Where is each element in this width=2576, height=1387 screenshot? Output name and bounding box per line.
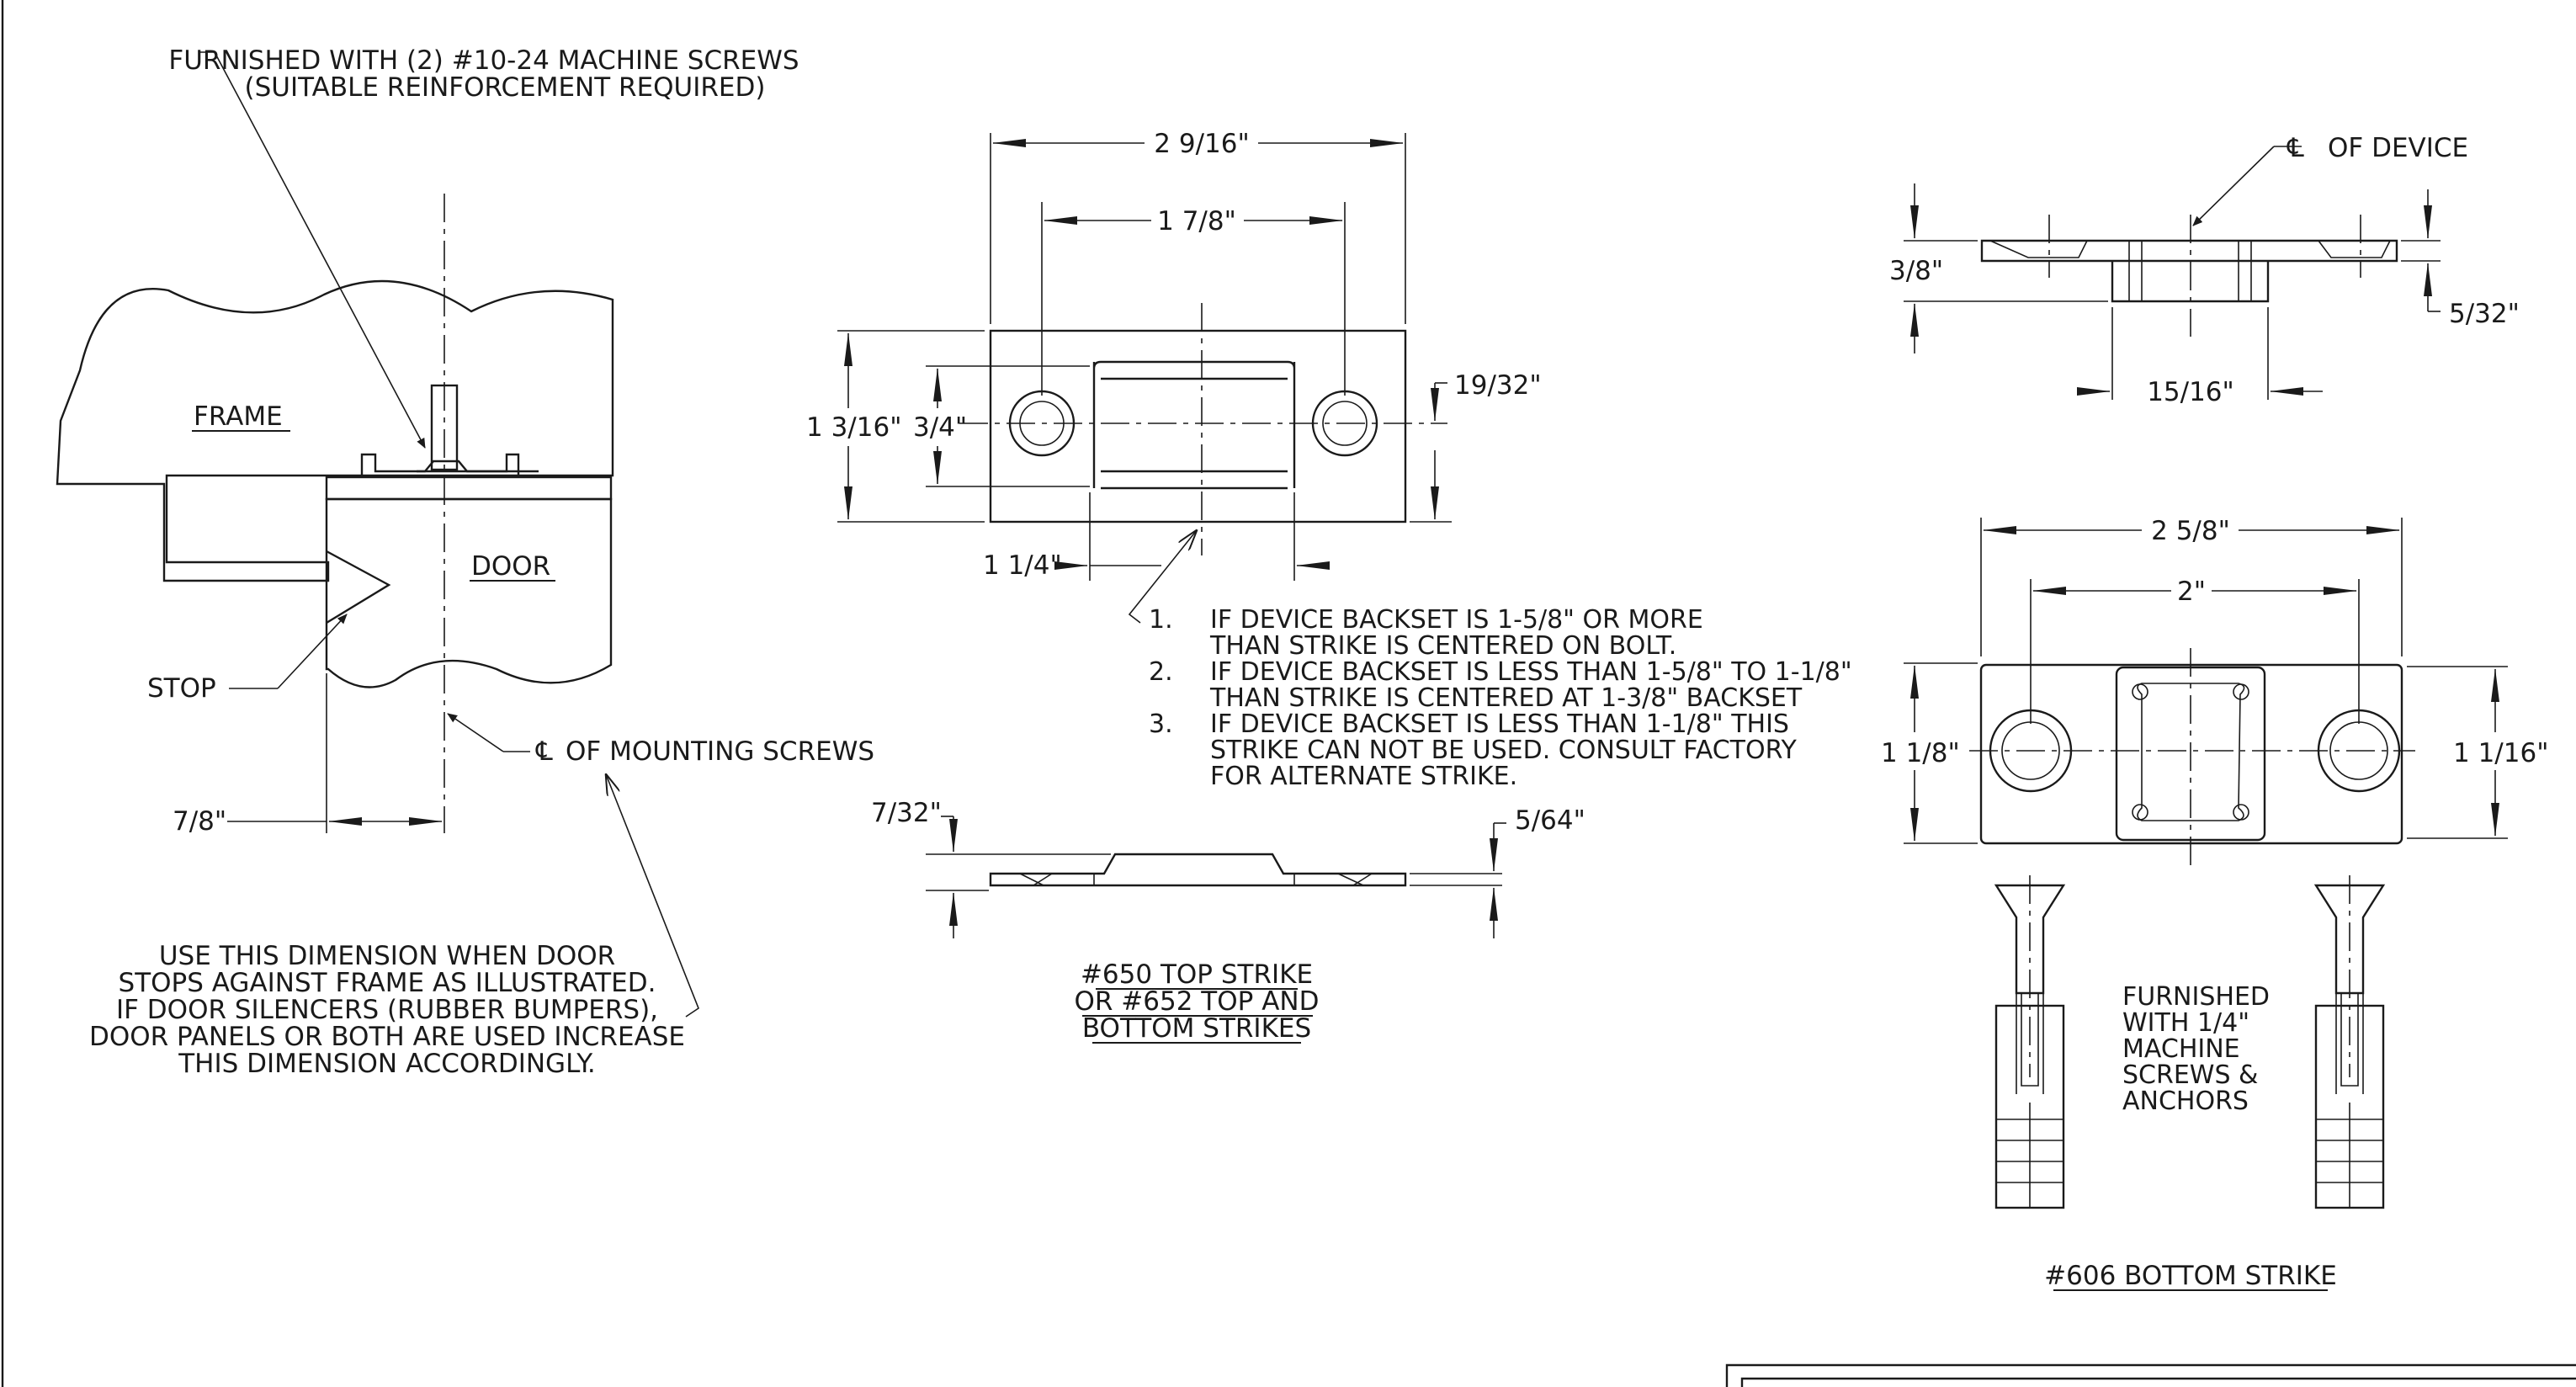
strike-650-slot [1092, 360, 1296, 490]
furnished-note-line-2: WITH 1/4" [2122, 1008, 2249, 1038]
furnished-note-line-3: MACHINE [2122, 1034, 2240, 1064]
screw-anchor-right [2313, 875, 2386, 1209]
dim-3-4: 3/4" [913, 412, 967, 443]
screws-note-line-2: (SUITABLE REINFORCEMENT REQUIRED) [244, 72, 765, 103]
frame-outline [56, 279, 614, 582]
strike-650-side-details [1019, 873, 1373, 886]
strike-606-plate [1979, 663, 2403, 845]
cl-mounting-label: OF MOUNTING SCREWS [566, 736, 874, 767]
note-2-line-1: IF DEVICE BACKSET IS LESS THAN 1-5/8" TO… [1210, 657, 1852, 687]
strike-650-side-profile [989, 853, 1407, 887]
dim-1-1-16: 1 1/16" [2453, 738, 2548, 768]
note-3-line-1: IF DEVICE BACKSET IS LESS THAN 1-1/8" TH… [1210, 709, 1789, 739]
dim-7-32: 7/32" [871, 798, 942, 828]
dimension-note-line-2: STOPS AGAINST FRAME AS ILLUSTRATED. [119, 968, 656, 998]
pocket-corner-bl [2132, 804, 2148, 821]
door-outline [325, 497, 613, 688]
note-1-line-1: IF DEVICE BACKSET IS 1-5/8" OR MORE [1210, 605, 1703, 635]
dimension-note-line-3: IF DOOR SILENCERS (RUBBER BUMPERS), [116, 995, 658, 1025]
dim-5-32: 5/32" [2449, 299, 2520, 329]
cl-device-leader-arrow [2192, 146, 2275, 226]
pocket-corner-tl [2132, 683, 2148, 700]
furnished-note-line-1: FURNISHED [2122, 982, 2270, 1012]
door-top-edge [325, 476, 613, 501]
notes-leader [1128, 530, 1197, 624]
dimension-note-leader [606, 774, 699, 1018]
stop-notch [326, 550, 391, 624]
caption-606: #606 BOTTOM STRIKE [2044, 1261, 2337, 1291]
strike-plate-side [360, 453, 520, 478]
cl-mounting-leader-arrow [447, 713, 504, 752]
stop-leader-arrow [277, 614, 348, 689]
dim-19-32: 19/32" [1454, 370, 1542, 401]
frame-door-detail: FURNISHED WITH (2) #10-24 MACHINE SCREWS… [56, 45, 874, 1079]
strike-650-plate [989, 329, 1407, 523]
pocket-corner-br [2233, 804, 2249, 821]
dim-3-8: 3/8" [1889, 256, 1943, 286]
dimension-note-line-1: USE THIS DIMENSION WHEN DOOR [159, 941, 615, 971]
dim-2-9-16: 2 9/16" [1154, 129, 1249, 159]
note-1-line-2: THAN STRIKE IS CENTERED ON BOLT. [1209, 631, 1676, 661]
note-3-number: 3. [1149, 709, 1173, 739]
strike-606-side-details [1989, 240, 2391, 301]
screw-anchor-left [1994, 875, 2066, 1209]
caption-650-line-3: BOTTOM STRIKES [1082, 1013, 1311, 1044]
dim-1-7-8: 1 7/8" [1157, 206, 1236, 236]
dim-2-5-8: 2 5/8" [2151, 516, 2230, 546]
dimension-note-line-5: THIS DIMENSION ACCORDINGLY. [178, 1049, 596, 1079]
dim-1-1-8: 1 1/8" [1881, 738, 1960, 768]
furnished-note-line-4: SCREWS & [2122, 1060, 2258, 1090]
dim-15-16: 15/16" [2147, 377, 2234, 407]
dim-1-1-4: 1 1/4" [983, 550, 1062, 581]
frame-label: FRAME [194, 401, 283, 432]
door-label: DOOR [471, 551, 550, 582]
pocket-corner-tr [2233, 683, 2249, 700]
dim-5-64: 5/64" [1515, 805, 1585, 836]
strike-606-side-profile [1980, 239, 2398, 303]
note-2-line-2: THAN STRIKE IS CENTERED AT 1-3/8" BACKSE… [1209, 683, 1803, 713]
cl-device-label: OF DEVICE [2328, 133, 2468, 163]
screws-note-leader [214, 51, 426, 449]
cl-device-symbol: ℄ [2287, 133, 2304, 163]
stop-label: STOP [147, 673, 216, 704]
backset-notes: 1. IF DEVICE BACKSET IS 1-5/8" OR MORE T… [1149, 605, 1852, 791]
caption-650-line-2: OR #652 TOP AND [1075, 986, 1320, 1017]
strike-606-detail: ℄ OF DEVICE 3/8" 5/32" 15/16" [1881, 133, 2548, 1291]
note-1-number: 1. [1149, 605, 1173, 635]
dim-7-8: 7/8" [173, 806, 226, 837]
strike-650-detail: 2 9/16" 1 7/8" 1 3/16" 3/4" 19/32" 1 1/4… [806, 129, 1852, 1044]
dimension-note-line-4: DOOR PANELS OR BOTH ARE USED INCREASE [89, 1022, 685, 1052]
dim-2: 2" [2177, 577, 2206, 607]
caption-650-line-1: #650 TOP STRIKE [1081, 959, 1313, 990]
note-3-line-2: STRIKE CAN NOT BE USED. CONSULT FACTORY [1210, 736, 1798, 765]
cl-mounting-symbol: ℄ [535, 736, 553, 767]
furnished-note-line-5: ANCHORS [2122, 1087, 2249, 1116]
note-3-line-3: FOR ALTERNATE STRIKE. [1210, 762, 1517, 791]
title-block-border [1725, 1363, 2576, 1387]
screws-note-line-1: FURNISHED WITH (2) #10-24 MACHINE SCREWS [168, 45, 799, 76]
note-2-number: 2. [1149, 657, 1173, 687]
dim-1-3-16: 1 3/16" [806, 412, 901, 443]
strike-650-hole-right-inner [1322, 401, 1368, 446]
